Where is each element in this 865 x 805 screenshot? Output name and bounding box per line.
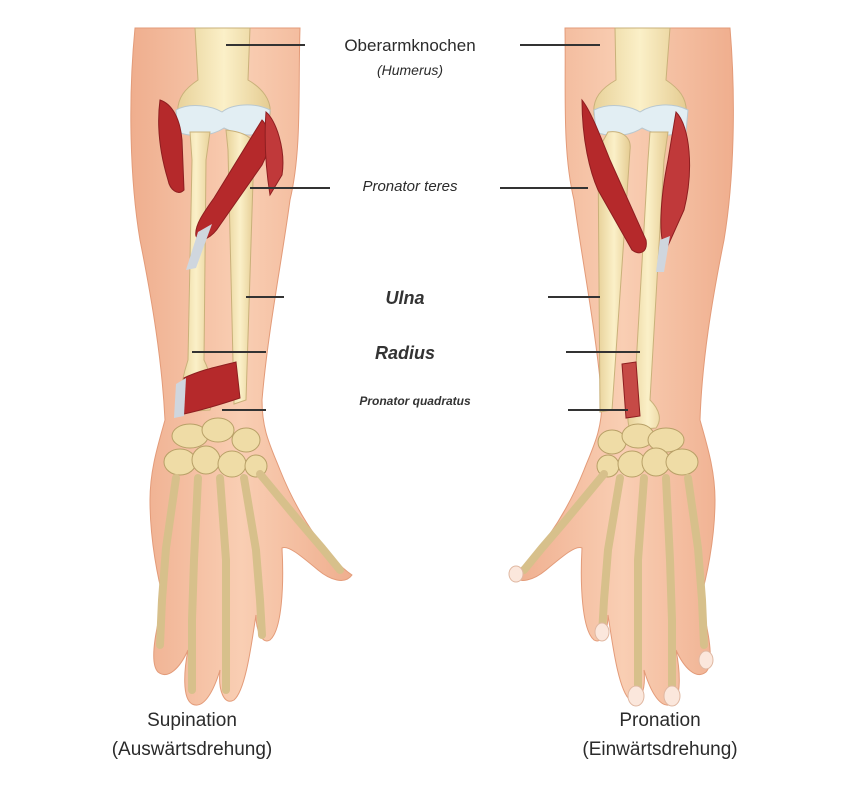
left-radius: [179, 131, 213, 413]
right-pronator-quadratus: [621, 361, 641, 419]
left-elbow-muscle: [158, 99, 185, 193]
left-hand-bones: [156, 470, 344, 694]
right-carpals: [596, 423, 699, 478]
right-elbow-tendon: [656, 236, 670, 272]
right-hand-bones: [520, 470, 708, 694]
supination-title: Supination: [147, 710, 237, 731]
pronator-quadratus-label: Pronator quadratus: [359, 394, 471, 408]
right-elbow-muscle: [660, 110, 691, 251]
pronator-teres-label: Pronator teres: [362, 178, 458, 195]
humerus-latin-label: (Humerus): [376, 62, 444, 78]
supination-subtitle: (Auswärtsdrehung): [111, 739, 273, 760]
left-pronator-quadratus: [183, 361, 241, 415]
leader-lines: [192, 44, 640, 411]
supination-caption: Supination (Auswärtsdrehung): [52, 706, 332, 764]
ulna-label: Ulna: [385, 288, 425, 308]
left-pronator-teres-tendon: [186, 224, 212, 270]
pronation-arm: [508, 27, 734, 707]
pronation-title: Pronation: [619, 710, 701, 731]
right-fingernails: [508, 565, 714, 707]
left-pq-tendon: [174, 378, 186, 418]
left-elbow-muscle-r: [264, 111, 284, 197]
humerus-label: Oberarmknochen: [344, 36, 476, 55]
left-carpals: [163, 417, 268, 478]
pronation-caption: Pronation (Einwärtsdrehung): [520, 706, 800, 764]
right-pronator-teres: [581, 98, 647, 254]
radius-label: Radius: [374, 343, 435, 363]
pronation-subtitle: (Einwärtsdrehung): [582, 739, 738, 760]
supination-arm: [130, 27, 353, 706]
